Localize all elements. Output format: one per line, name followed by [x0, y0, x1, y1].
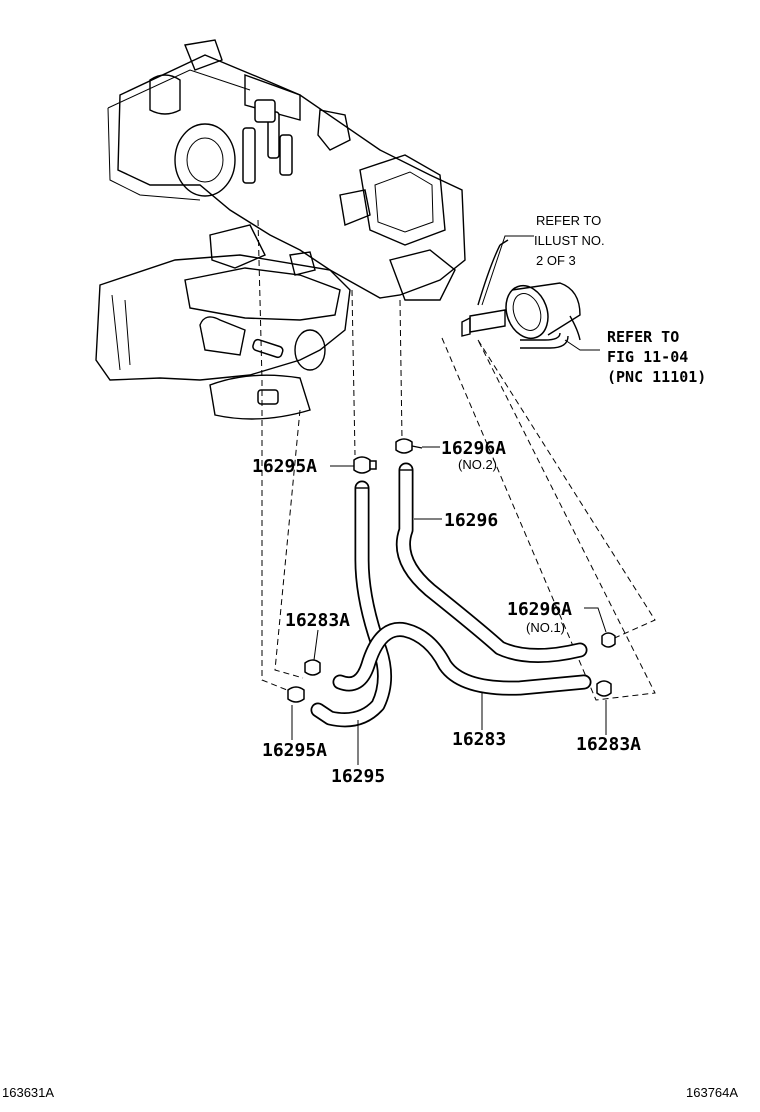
label-16283: 16283: [452, 729, 506, 750]
refer-fig-line2: FIG 11-04: [607, 348, 688, 366]
hose-16295: [310, 480, 392, 728]
clamp-16295A-top: [353, 456, 377, 474]
refer-illust-line3: 2 OF 3: [536, 253, 576, 268]
label-16296A-no2: 16296A: [441, 438, 506, 459]
label-16295A-bottom: 16295A: [262, 740, 327, 761]
hose-16283: [332, 621, 592, 696]
refer-illust-line1: REFER TO: [536, 213, 601, 228]
label-16296: 16296: [444, 510, 498, 531]
footer-right-code: 163764A: [686, 1085, 738, 1100]
refer-pipe-drawing: [461, 235, 600, 351]
engine-assembly-drawing: [95, 39, 466, 420]
label-16283A-left: 16283A: [285, 610, 350, 631]
clamp-16296A-no2: [395, 438, 423, 454]
refer-fig-line3: (PNC 11101): [607, 368, 706, 386]
leader-lines: [291, 446, 607, 765]
footer-left-code: 163631A: [2, 1085, 54, 1100]
clamp-16295A-bottom: [287, 686, 305, 703]
label-16295A-top: 16295A: [252, 456, 317, 477]
hose-16296: [395, 462, 588, 663]
clamp-16296A-no1: [601, 632, 616, 648]
refer-fig-line1: REFER TO: [607, 328, 679, 346]
clamp-16283A-left: [304, 659, 321, 676]
label-16296A-no1: 16296A: [507, 599, 572, 620]
clamp-16283A-right: [596, 680, 612, 697]
label-16283A-right: 16283A: [576, 734, 641, 755]
refer-illust-line2: ILLUST NO.: [534, 233, 605, 248]
label-16296A-no2-sub: (NO.2): [458, 457, 497, 472]
dashed-guide-lines: [257, 219, 656, 701]
label-16296A-no1-sub: (NO.1): [526, 620, 565, 635]
label-16295: 16295: [331, 766, 385, 787]
